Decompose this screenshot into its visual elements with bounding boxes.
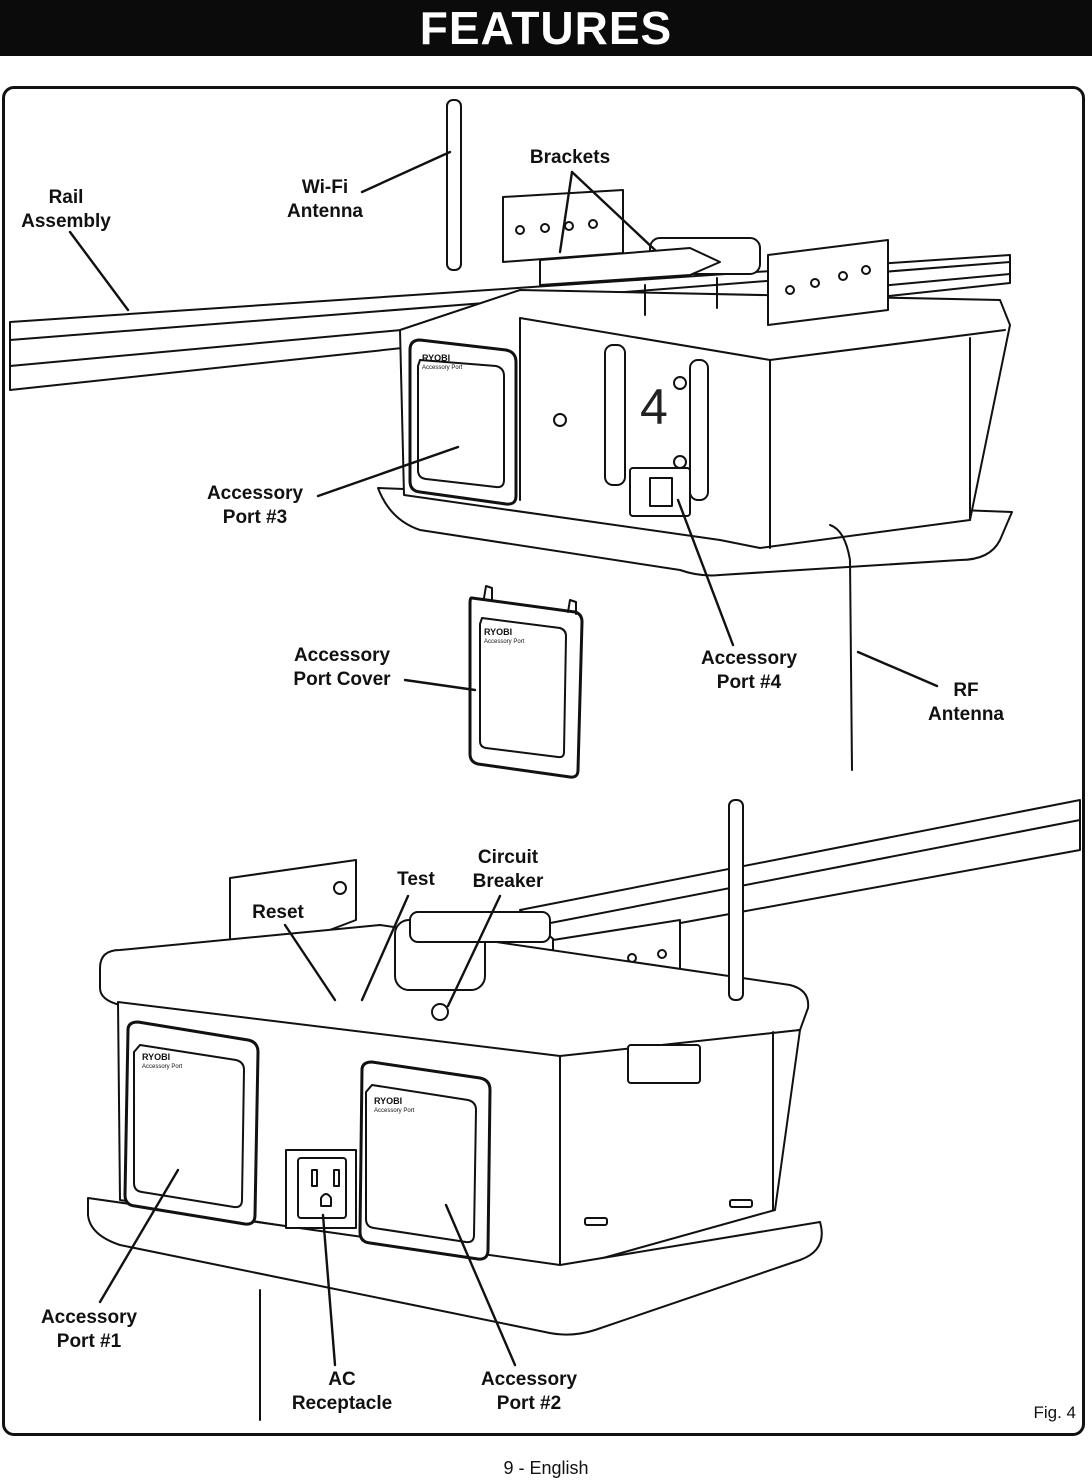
label-rail-assembly: Rail Assembly — [21, 187, 111, 232]
label-accessory-port-3: Accessory Port #3 — [206, 483, 304, 528]
label-accessory-port-1: Accessory Port #1 — [40, 1307, 138, 1352]
accessory-port-cover-drawing — [468, 585, 584, 779]
page-footer: 9 - English — [503, 1458, 589, 1478]
side-number: 4 — [640, 379, 668, 435]
label-accessory-port-4: Accessory Port #4 — [700, 648, 798, 693]
top-unit-drawing — [9, 99, 1013, 771]
page-title: FEATURES — [419, 2, 673, 54]
label-brackets: Brackets — [529, 147, 611, 168]
port2-brand: RYOBI — [374, 1096, 403, 1106]
label-accessory-port-2: Accessory Port #2 — [480, 1369, 578, 1414]
figure-label: Fig. 4 — [1033, 1403, 1076, 1422]
label-test: Test — [397, 869, 435, 890]
cover-caption: Accessory Port — [484, 639, 525, 645]
label-rf-antenna: RF Antenna — [928, 680, 1004, 725]
label-reset: Reset — [252, 902, 304, 923]
label-circuit-breaker: Circuit Breaker — [472, 847, 544, 892]
port3-brand: RYOBI — [422, 353, 451, 363]
label-ac-receptacle: AC Receptacle — [291, 1369, 393, 1414]
port1-caption: Accessory Port — [142, 1064, 183, 1070]
label-wifi-antenna: Wi-Fi Antenna — [287, 177, 363, 222]
label-accessory-port-cover: Accessory Port Cover — [293, 645, 391, 690]
title-bar: FEATURES — [0, 0, 1092, 56]
port1-brand: RYOBI — [142, 1052, 171, 1062]
port2-caption: Accessory Port — [374, 1108, 415, 1114]
bottom-unit-drawing — [87, 799, 1081, 1421]
port3-caption: Accessory Port — [422, 365, 463, 371]
cover-brand: RYOBI — [484, 627, 513, 637]
figure-frame — [2, 86, 1085, 1436]
leader-lines — [68, 150, 939, 1367]
